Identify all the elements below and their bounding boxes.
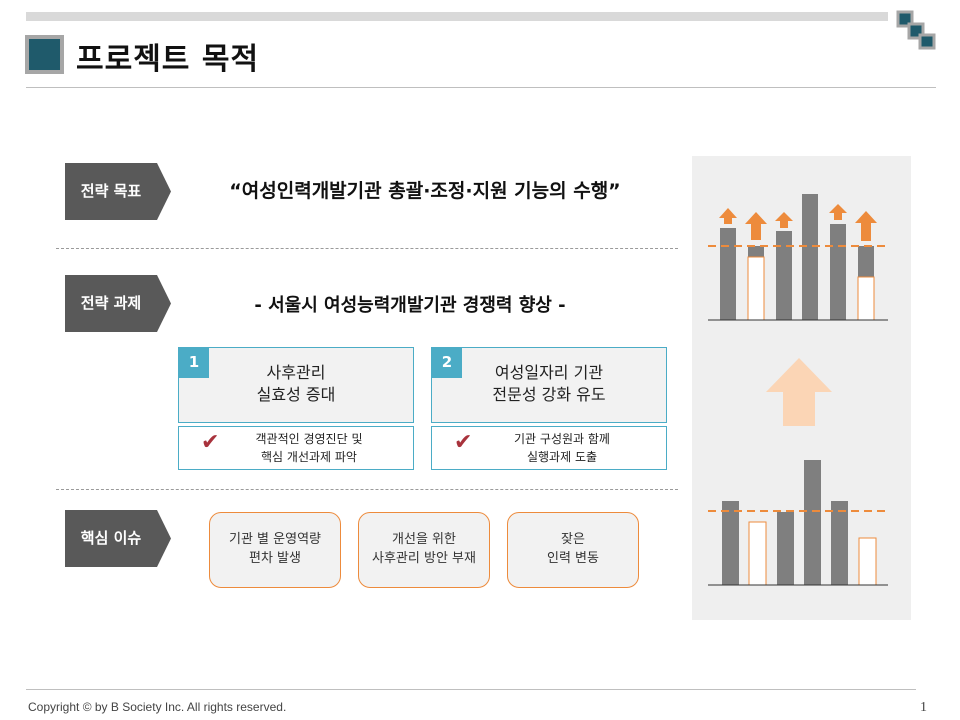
- up-arrow-icon: [745, 212, 767, 240]
- top-bar: [830, 224, 846, 320]
- task-statement: - 서울시 여성능력개발기관 경쟁력 향상 -: [254, 295, 566, 316]
- issue-line: 사후관리 방안 부재: [372, 551, 476, 566]
- page-number: 1: [920, 700, 927, 715]
- task-detail-1: ✔ 객관적인 경영진단 및 핵심 개선과제 파악: [178, 426, 414, 470]
- task-detail-line: 핵심 개선과제 파악: [261, 450, 357, 464]
- task-detail-line: 객관적인 경영진단 및: [255, 432, 363, 446]
- issue-line: 기관 별 운영역량: [229, 532, 321, 547]
- big-up-arrow-icon: [766, 358, 832, 426]
- up-arrow-icon: [775, 212, 793, 228]
- footer-divider: [26, 689, 916, 690]
- up-arrow-icon: [829, 204, 847, 220]
- goal-label: 전략 목표: [80, 182, 142, 200]
- corner-logo-icon: [896, 10, 936, 50]
- task-title-line: 실효성 증대: [256, 385, 336, 404]
- task-detail-line: 기관 구성원과 함께: [514, 432, 610, 446]
- bar-illustration: [708, 194, 888, 586]
- issue-label: 핵심 이슈: [80, 529, 142, 547]
- bottom-bar-gap: [748, 521, 767, 586]
- task-card-2: 2 여성일자리 기관 전문성 강화 유도: [431, 347, 667, 423]
- issue-label-tag: 핵심 이슈: [65, 510, 171, 567]
- up-arrow-icon: [719, 208, 737, 224]
- issue-text: 개선을 위한 사후관리 방안 부재: [359, 530, 489, 568]
- task-card-1: 1 사후관리 실효성 증대: [178, 347, 414, 423]
- bottom-bar: [804, 460, 821, 585]
- checkmark-icon: ✔: [201, 430, 220, 455]
- improved-bars-group: [708, 194, 888, 321]
- task-title: 사후관리 실효성 증대: [179, 362, 413, 406]
- task-detail-line: 실행과제 도출: [526, 450, 598, 464]
- task-title-line: 사후관리: [266, 363, 326, 382]
- divider-dashed: [56, 248, 678, 249]
- bottom-bar: [831, 501, 848, 585]
- copyright-text: Copyright © by B Society Inc. All rights…: [28, 700, 287, 714]
- issue-text: 기관 별 운영역량 편차 발생: [210, 530, 340, 568]
- up-arrow-icon: [855, 211, 877, 241]
- task-title: 여성일자리 기관 전문성 강화 유도: [432, 362, 666, 406]
- task-number-badge: 1: [179, 348, 209, 378]
- title-divider: [26, 87, 936, 88]
- title-square-icon: [25, 35, 64, 74]
- issue-line: 편차 발생: [249, 551, 301, 566]
- label-chevron-shape: [65, 275, 171, 332]
- issue-card-1: 기관 별 운영역량 편차 발생: [209, 512, 341, 588]
- top-bar: [720, 228, 736, 320]
- bottom-bar: [722, 501, 739, 585]
- task-label-tag: 전략 과제: [65, 275, 171, 332]
- illustration-panel: [692, 156, 911, 620]
- issue-line: 개선을 위한: [392, 532, 456, 547]
- task-title-line: 전문성 강화 유도: [492, 385, 606, 404]
- issue-card-3: 잦은 인력 변동: [507, 512, 639, 588]
- label-chevron-shape: [65, 163, 171, 220]
- bottom-bar-gap: [858, 537, 877, 586]
- divider-dashed: [56, 489, 678, 490]
- task-detail-text: 객관적인 경영진단 및 핵심 개선과제 파악: [209, 430, 409, 466]
- issue-line: 인력 변동: [547, 551, 599, 566]
- top-bar-gap: [747, 256, 765, 321]
- task-label: 전략 과제: [80, 294, 142, 312]
- issue-text: 잦은 인력 변동: [508, 530, 638, 568]
- task-title-line: 여성일자리 기관: [494, 363, 604, 382]
- page-title: 프로젝트 목적: [76, 42, 260, 77]
- issue-line: 잦은: [561, 532, 585, 547]
- top-bar: [776, 231, 792, 320]
- task-number-badge: 2: [432, 348, 462, 378]
- label-chevron-shape: [65, 510, 171, 567]
- bottom-bar: [777, 512, 794, 585]
- top-bar-gap: [857, 276, 875, 321]
- top-bar: [802, 194, 818, 320]
- current-bars-group: [708, 460, 888, 586]
- task-detail-2: ✔ 기관 구성원과 함께 실행과제 도출: [431, 426, 667, 470]
- top-bar: [26, 12, 888, 21]
- task-detail-text: 기관 구성원과 함께 실행과제 도출: [462, 430, 662, 466]
- checkmark-icon: ✔: [454, 430, 473, 455]
- goal-statement: “여성인력개발기관 총괄·조정·지원 기능의 수행”: [229, 180, 621, 202]
- goal-label-tag: 전략 목표: [65, 163, 171, 220]
- issue-card-2: 개선을 위한 사후관리 방안 부재: [358, 512, 490, 588]
